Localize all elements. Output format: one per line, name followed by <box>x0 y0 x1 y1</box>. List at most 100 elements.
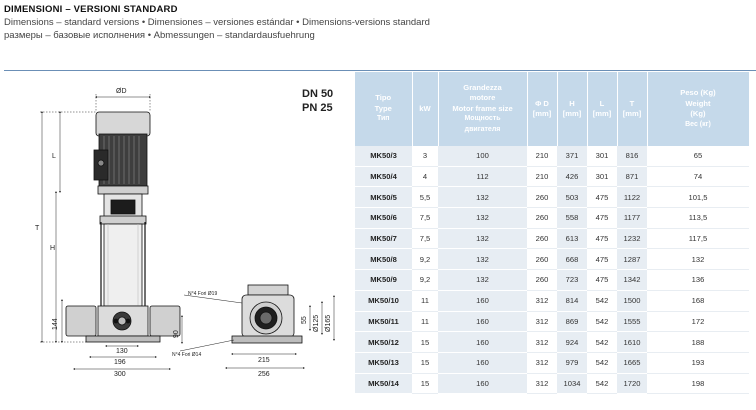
page-title: DIMENSIONI – VERSIONI STANDARD <box>4 4 178 15</box>
cell-t: 1665 <box>617 352 647 374</box>
cell-kw: 4 <box>412 166 438 188</box>
cell-motor-frame: 100 <box>438 146 527 167</box>
col-h: H [mm] <box>557 72 588 146</box>
dimensions-table: Tipo Type Тип kW Grandezza motore Motor … <box>355 72 750 395</box>
cell-weight: 198 <box>647 373 749 395</box>
cell-model: MK50/14 <box>355 373 412 395</box>
cell-l: 475 <box>587 186 617 209</box>
col-tipo: Tipo Type Тип <box>355 72 413 146</box>
cell-h: 1034 <box>557 373 587 395</box>
cell-l: 475 <box>587 207 617 229</box>
cell-phi-d: 312 <box>527 311 557 333</box>
cell-motor-frame: 132 <box>438 248 527 271</box>
cell-kw: 15 <box>412 352 438 374</box>
dim-phi-d: ØD <box>116 88 127 95</box>
cell-kw: 9,2 <box>412 248 438 271</box>
page-header: DIMENSIONI – VERSIONI STANDARD Dimension… <box>4 4 430 42</box>
cell-motor-frame: 132 <box>438 186 527 209</box>
cell-phi-d: 312 <box>527 352 557 374</box>
cell-model: MK50/13 <box>355 352 412 374</box>
cell-motor-frame: 160 <box>438 373 527 395</box>
cell-l: 542 <box>587 290 617 312</box>
cell-weight: 168 <box>647 290 749 312</box>
cell-l: 475 <box>587 248 617 271</box>
cell-l: 542 <box>587 311 617 333</box>
cell-model: MK50/6 <box>355 207 412 229</box>
cell-model: MK50/9 <box>355 269 412 291</box>
cell-l: 301 <box>587 146 617 167</box>
cell-h: 668 <box>557 248 587 271</box>
cell-l: 475 <box>587 269 617 291</box>
note-holes-19: N°4 Fori Ø19 <box>188 291 217 297</box>
front-dimensions <box>40 94 171 370</box>
pn-label: PN 25 <box>302 102 333 114</box>
cell-phi-d: 312 <box>527 373 557 395</box>
cell-t: 1342 <box>617 269 647 291</box>
dim-phi-125: Ø125 <box>313 315 320 332</box>
cell-h: 723 <box>557 269 587 291</box>
cell-weight: 136 <box>647 269 749 291</box>
pump-dimension-drawing: ØD T H L 144 130 196 300 90 55 Ø125 Ø165… <box>35 88 335 378</box>
cell-t: 1177 <box>617 207 647 229</box>
cell-kw: 3 <box>412 146 438 167</box>
cell-motor-frame: 132 <box>438 269 527 291</box>
cell-t: 1232 <box>617 228 647 250</box>
cell-model: MK50/4 <box>355 166 412 188</box>
cell-kw: 7,5 <box>412 228 438 250</box>
note-holes-14: N°4 Fori Ø14 <box>172 352 201 358</box>
cell-phi-d: 312 <box>527 331 557 353</box>
pump-side-view <box>231 284 303 344</box>
cell-phi-d: 312 <box>527 290 557 312</box>
cell-weight: 65 <box>647 146 749 167</box>
cell-l: 475 <box>587 228 617 250</box>
cell-weight: 101,5 <box>647 186 749 209</box>
dim-144: 144 <box>52 318 59 330</box>
col-l: L [mm] <box>587 72 618 146</box>
cell-kw: 15 <box>412 331 438 353</box>
cell-model: MK50/5 <box>355 186 412 209</box>
cell-t: 1720 <box>617 373 647 395</box>
cell-h: 613 <box>557 228 587 250</box>
dim-t: T <box>35 225 40 232</box>
cell-motor-frame: 160 <box>438 290 527 312</box>
cell-l: 542 <box>587 352 617 374</box>
cell-kw: 5,5 <box>412 186 438 209</box>
cell-phi-d: 260 <box>527 248 557 271</box>
dim-215: 215 <box>258 357 270 364</box>
cell-motor-frame: 132 <box>438 228 527 250</box>
cell-h: 503 <box>557 186 587 209</box>
cell-t: 1610 <box>617 331 647 353</box>
cell-weight: 172 <box>647 311 749 333</box>
col-peso: Peso (Kg) Weight (Kg) Вес (кг) <box>647 72 750 146</box>
cell-motor-frame: 160 <box>438 311 527 333</box>
cell-h: 814 <box>557 290 587 312</box>
cell-model: MK50/3 <box>355 146 412 167</box>
dim-90: 90 <box>173 330 180 338</box>
cell-h: 558 <box>557 207 587 229</box>
cell-h: 371 <box>557 146 587 167</box>
dim-phi-165: Ø165 <box>325 315 332 332</box>
cell-kw: 15 <box>412 373 438 395</box>
cell-t: 1500 <box>617 290 647 312</box>
cell-t: 871 <box>617 166 647 188</box>
cell-h: 924 <box>557 331 587 353</box>
cell-phi-d: 260 <box>527 186 557 209</box>
col-t: T [mm] <box>617 72 648 146</box>
dim-l: L <box>52 153 56 160</box>
cell-t: 1555 <box>617 311 647 333</box>
cell-phi-d: 260 <box>527 228 557 250</box>
col-motor-frame: Grandezza motore Motor frame size Мощнос… <box>438 72 528 146</box>
cell-kw: 7,5 <box>412 207 438 229</box>
dim-256: 256 <box>258 371 270 378</box>
cell-phi-d: 260 <box>527 269 557 291</box>
